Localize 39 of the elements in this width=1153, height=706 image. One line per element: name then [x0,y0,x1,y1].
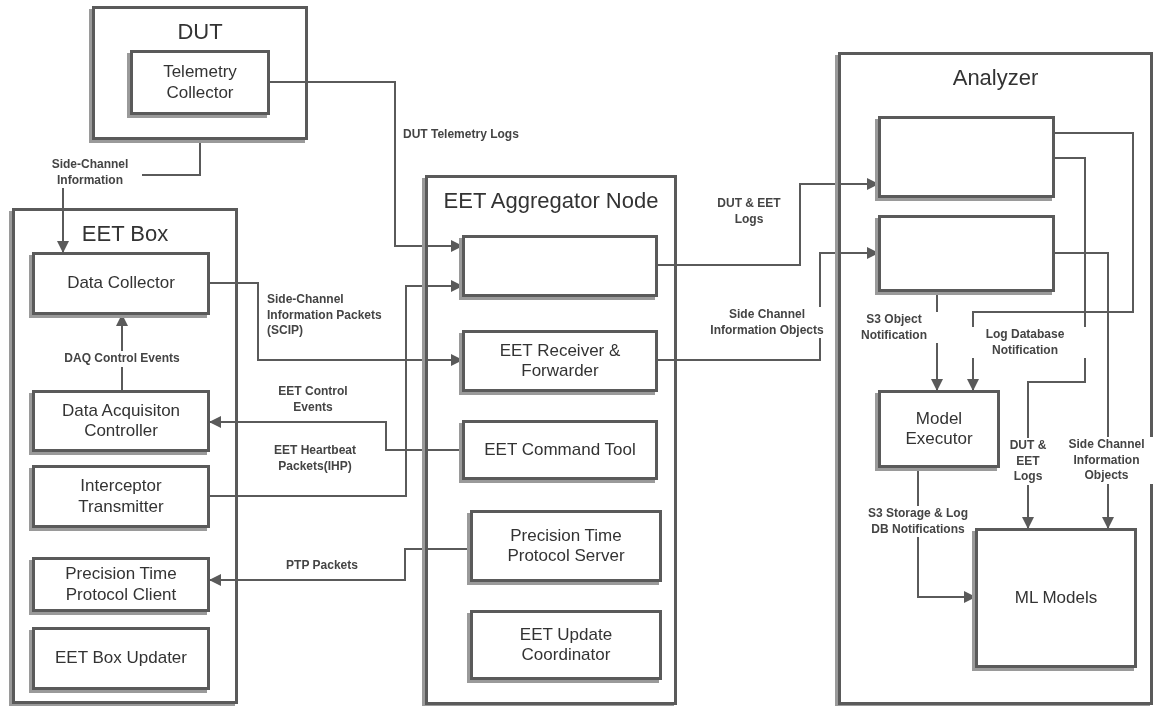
arrow [967,132,1134,391]
node-label: Model Executor [904,408,974,450]
process-box [878,215,1055,292]
node-label: EET Update Coordinator [518,624,614,666]
node-label: ML Models [1013,587,1099,609]
process-box [462,420,658,480]
container-box [425,175,677,705]
process-box [32,390,210,452]
node-label: Interceptor Transmitter [77,476,165,517]
process-box [470,610,662,680]
process-box [975,528,1137,668]
node-label: Data Collector [66,273,176,294]
node-label: EET Receiver & Forwarder [498,340,622,382]
container-title: Analyzer [952,65,1039,91]
process-box [32,465,210,528]
node-label: EET Box Updater [54,648,188,669]
process-box [462,235,658,297]
node-label: Precision Time Protocol Server [506,525,626,567]
process-box [878,390,1000,468]
container-title: DUT [177,19,223,45]
node-label: Precision Time Protocol Client [64,564,178,605]
process-box [32,252,210,315]
container-title: EET Aggregator Node [443,188,659,214]
process-box [462,330,658,392]
container-box [92,6,308,140]
edge-label: Side Channel Information Objects [710,307,824,339]
container-box [838,52,1153,705]
container-title: EET Box [81,221,169,247]
process-box [130,50,270,115]
edge-label: S3 Storage & Log DB Notifications [866,506,970,538]
node-label: EET Command Tool [483,439,637,461]
node-label: Data Acquisiton Controller [60,400,182,442]
process-box [32,557,210,612]
edge-label: Side-Channel Information Packets (SCIP) [267,292,382,339]
process-box [878,116,1055,198]
process-box [32,627,210,690]
container-box [12,208,238,704]
node-label: Telemetry Collector [162,62,238,103]
process-box [470,510,662,582]
